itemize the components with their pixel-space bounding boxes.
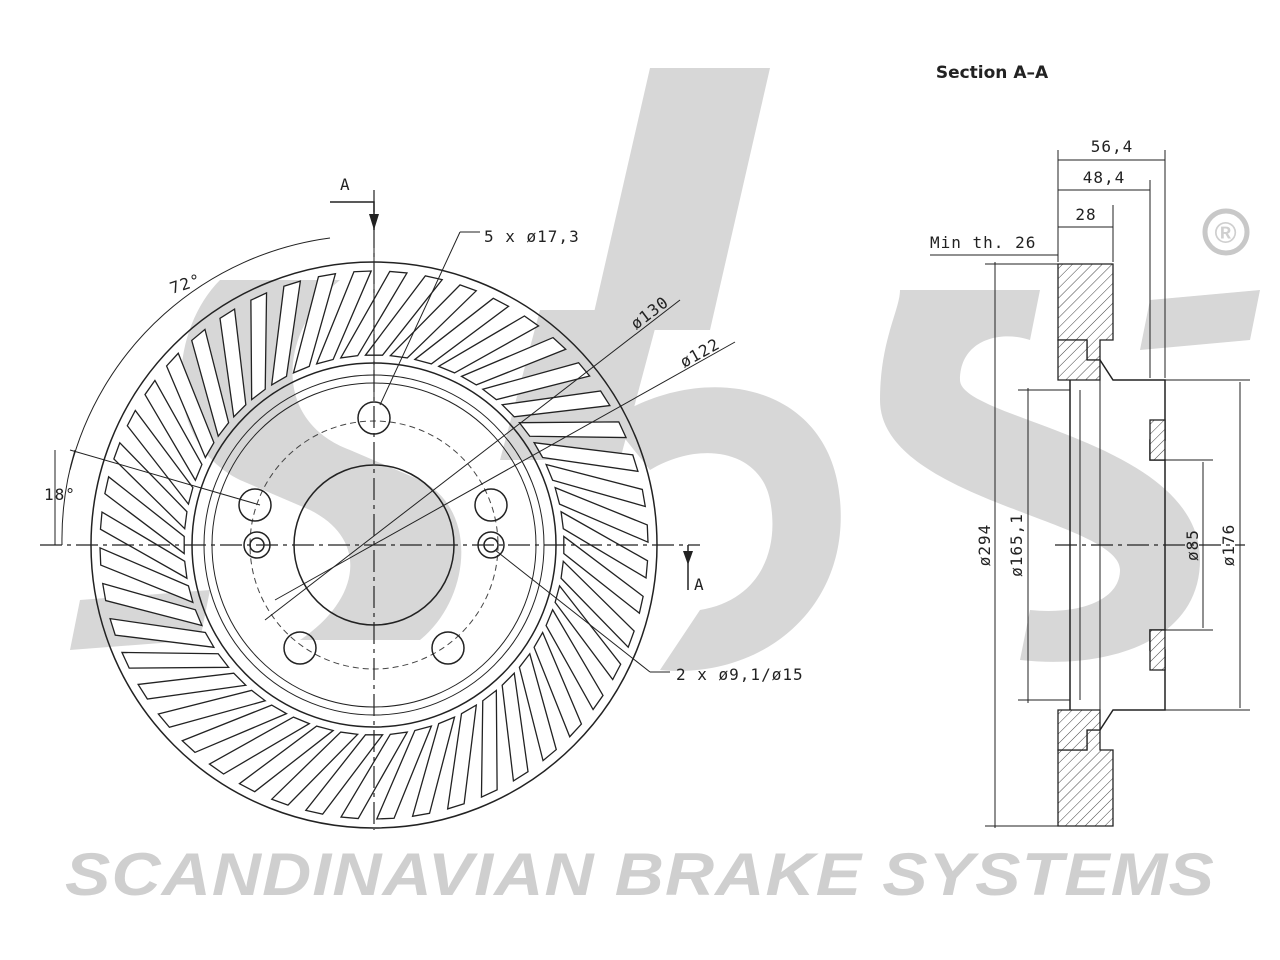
cooling-vane	[113, 441, 188, 531]
cooling-vane	[109, 617, 216, 649]
section-marker-right: A	[694, 575, 705, 594]
cooling-vane	[157, 689, 267, 729]
pin-holes-label: 2 x ø9,1/ø15	[676, 665, 804, 684]
cooling-vane	[238, 725, 335, 793]
cooling-vane	[120, 651, 230, 669]
cooling-vane	[560, 559, 635, 649]
overall-height-label: 56,4	[1091, 137, 1134, 156]
cooling-vane	[532, 441, 639, 473]
cooling-vane	[544, 463, 647, 508]
section-marker-top: A	[340, 175, 351, 194]
cooling-vane	[545, 608, 604, 711]
hat-outer-diameter-label: ø165,1	[1007, 513, 1026, 577]
center-bore-label: ø85	[1183, 529, 1202, 561]
cooling-vane	[144, 379, 203, 482]
cooling-vane	[364, 275, 444, 356]
cooling-vane	[554, 486, 649, 544]
cooling-vane	[413, 297, 510, 365]
cooling-vane	[388, 284, 478, 359]
cooling-vane	[560, 510, 649, 580]
cooling-vane	[480, 689, 498, 799]
angle-offset-label: 18°	[44, 485, 76, 504]
registered-mark: ®	[1202, 208, 1250, 256]
cooling-vane	[292, 272, 337, 375]
cooling-vane	[181, 704, 288, 754]
cooling-vane	[518, 421, 628, 439]
disc-front-view	[40, 190, 736, 830]
section-title: Section A–A	[936, 63, 1049, 83]
cooling-vane	[518, 652, 558, 762]
outer-diameter-label: ø294	[975, 524, 994, 567]
cooling-vane	[500, 390, 611, 418]
cooling-vane	[315, 270, 373, 365]
cooling-vane	[137, 672, 248, 700]
cooling-vane	[501, 671, 529, 782]
cooling-vane	[99, 510, 188, 580]
bolt-holes-label: 5 x ø17,3	[484, 227, 580, 246]
cooling-vane	[554, 584, 622, 681]
cooling-vane	[460, 336, 567, 386]
hat-depth-label: 48,4	[1083, 168, 1126, 187]
pcd-inner-label: ø122	[677, 334, 723, 371]
thickness-label: 28	[1075, 205, 1096, 224]
cooling-vane	[270, 280, 302, 387]
cooling-vane	[219, 308, 247, 419]
brand-tagline: SCANDINAVIAN BRAKE SYSTEMS	[65, 841, 1215, 908]
cooling-vane	[165, 352, 215, 459]
cooling-vane	[270, 731, 360, 806]
cooling-vane	[437, 315, 540, 374]
cooling-vane	[304, 734, 384, 815]
min-thickness-label: Min th. 26	[930, 233, 1036, 252]
cooling-vane	[99, 546, 194, 604]
cooling-vane	[411, 715, 456, 818]
cooling-vane	[375, 725, 433, 820]
cooling-vane	[101, 582, 204, 627]
cooling-vane	[104, 475, 185, 555]
cooling-vanes	[99, 270, 649, 820]
cooling-vane	[250, 291, 268, 401]
angle-pitch-label: 72°	[167, 270, 203, 298]
mounting-diameter-label: ø176	[1219, 524, 1238, 567]
disc-section-view	[930, 150, 1250, 828]
cooling-vane	[190, 328, 230, 438]
cooling-vane	[563, 535, 644, 615]
cooling-vane	[446, 703, 478, 810]
cooling-vane	[208, 716, 311, 775]
cooling-vane	[481, 361, 591, 401]
cooling-vane	[533, 631, 583, 738]
svg-text:®: ®	[1214, 217, 1237, 250]
